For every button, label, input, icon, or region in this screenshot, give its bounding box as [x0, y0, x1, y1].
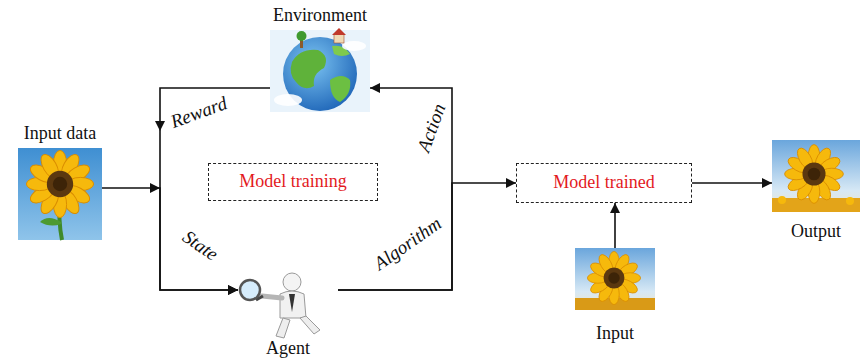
- process-box: Model training: [208, 163, 378, 201]
- edge-label: Action: [414, 101, 451, 155]
- edge-label: State: [178, 227, 221, 266]
- input-data-picture: [18, 148, 102, 240]
- flow-label: Algorithm: [370, 213, 445, 274]
- environment-node: Environment: [270, 30, 370, 112]
- flow-arrow: [338, 88, 452, 290]
- input-data-node: Input data: [18, 148, 102, 240]
- flow-label: Reward: [168, 93, 230, 133]
- output-node: Output: [772, 140, 860, 212]
- input-node: Input: [575, 248, 655, 310]
- picture-heading: Input data: [24, 124, 96, 144]
- flow-arrow: [102, 188, 238, 290]
- picture-heading: Environment: [273, 6, 367, 26]
- agent-figure: [240, 273, 320, 338]
- process-box: Model trained: [516, 163, 692, 203]
- flow-arrow: [338, 183, 516, 290]
- picture-heading: Agent: [266, 339, 310, 359]
- flow-arrow: [614, 203, 616, 248]
- output-picture: [772, 140, 860, 212]
- agent-node: Agent: [238, 272, 338, 338]
- box-label: Model trained: [553, 173, 654, 193]
- flow-arrow: [692, 182, 772, 184]
- environment-globe: [270, 28, 370, 112]
- picture-heading: Output: [791, 222, 841, 242]
- box-label: Model training: [239, 172, 346, 192]
- picture-heading: Input: [596, 324, 634, 344]
- input-picture: [575, 248, 655, 310]
